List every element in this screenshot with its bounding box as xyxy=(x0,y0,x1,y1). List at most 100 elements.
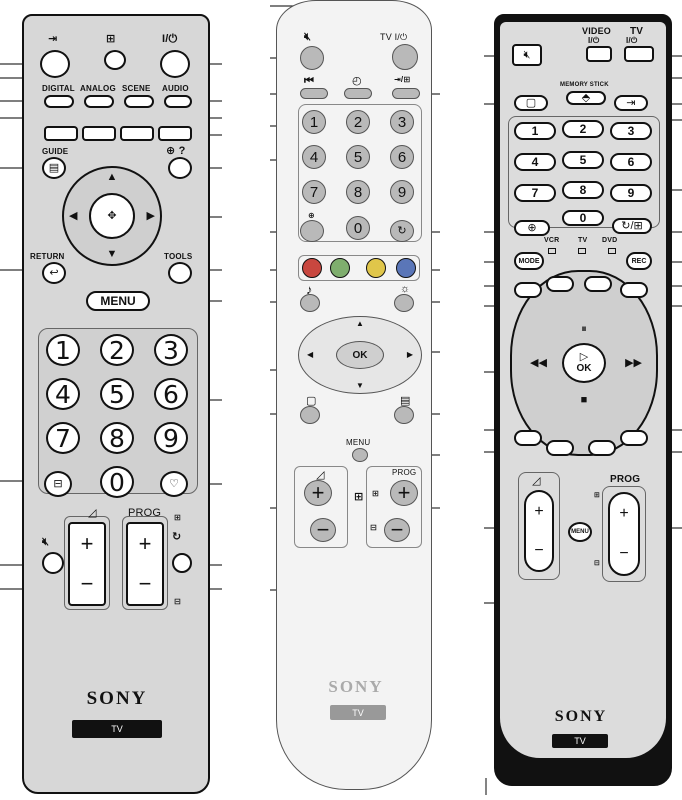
number-2-button[interactable]: 2 xyxy=(346,110,370,134)
number-7-button[interactable]: 7 xyxy=(514,184,556,202)
tools-button[interactable] xyxy=(168,262,192,284)
number-0-button[interactable]: 0 xyxy=(562,210,604,226)
number-6-button[interactable]: 6 xyxy=(610,153,652,171)
blue-key[interactable] xyxy=(396,258,416,278)
input-button[interactable]: ⇥ xyxy=(614,95,648,111)
number-8-button[interactable]: 8 xyxy=(346,180,370,204)
number-9-button[interactable]: 9 xyxy=(610,184,652,202)
ok-button[interactable]: ▷ OK xyxy=(562,343,606,383)
scene-button[interactable] xyxy=(124,95,154,108)
blue-key[interactable] xyxy=(158,126,192,141)
sound-mode-button[interactable] xyxy=(514,282,542,298)
volume-rocker[interactable]: + − xyxy=(524,490,554,572)
navigation-ring[interactable]: ▲ ▼ ◀ ▶ ✥ xyxy=(62,166,162,266)
multi-pip-button[interactable] xyxy=(620,430,648,446)
volume-down-button[interactable]: − xyxy=(310,517,336,542)
tv-power-button[interactable] xyxy=(624,46,654,62)
number-5-button[interactable]: 5 xyxy=(346,145,370,169)
analog-button[interactable] xyxy=(84,95,114,108)
number-4-button[interactable]: 4 xyxy=(302,145,326,169)
teletext-hold-button[interactable] xyxy=(300,88,328,99)
number-3-button[interactable]: 3 xyxy=(154,334,188,366)
guide-button[interactable]: ▤ xyxy=(42,157,66,179)
teletext-button[interactable] xyxy=(104,50,126,70)
power-button[interactable] xyxy=(160,50,190,78)
number-9-button[interactable]: 9 xyxy=(154,422,188,454)
return-button[interactable]: ↩ xyxy=(42,262,66,284)
menu-button[interactable]: MENU xyxy=(86,291,150,311)
number-7-button[interactable]: 7 xyxy=(302,180,326,204)
ok-button[interactable]: ✥ xyxy=(89,193,135,239)
yellow-key[interactable] xyxy=(120,126,154,141)
volume-up-button[interactable]: + xyxy=(304,480,332,506)
prog-rocker[interactable]: + − xyxy=(126,522,164,606)
number-2-button[interactable]: 2 xyxy=(562,120,604,138)
mute-video-button[interactable] xyxy=(620,282,648,298)
number-6-button[interactable]: 6 xyxy=(154,378,188,410)
timer-button[interactable] xyxy=(344,88,372,99)
number-6-button[interactable]: 6 xyxy=(390,145,414,169)
number-1-button[interactable]: 1 xyxy=(302,110,326,134)
menu-button[interactable] xyxy=(352,448,368,462)
dvd-indicator xyxy=(608,248,616,254)
red-key[interactable] xyxy=(302,258,322,278)
teletext-mix-button[interactable] xyxy=(514,430,542,446)
number-9-button[interactable]: 9 xyxy=(390,180,414,204)
number-0-button[interactable]: 0 xyxy=(346,216,370,240)
mute-button[interactable]: 🔇︎ xyxy=(512,44,542,66)
number-5-button[interactable]: 5 xyxy=(562,151,604,169)
red-key[interactable] xyxy=(44,126,78,141)
number-1-button[interactable]: 1 xyxy=(514,122,556,140)
sleep-button[interactable] xyxy=(546,276,574,292)
prog-rocker[interactable]: + − xyxy=(608,492,640,576)
ok-button[interactable]: OK xyxy=(336,341,384,369)
video-power-button[interactable] xyxy=(586,46,612,62)
info-button[interactable]: ⊕ xyxy=(514,220,550,236)
freeze-button[interactable] xyxy=(584,276,612,292)
number-5-button[interactable]: 5 xyxy=(100,378,134,410)
picture-mode-button[interactable] xyxy=(394,294,414,312)
green-key[interactable] xyxy=(82,126,116,141)
input-button[interactable] xyxy=(392,88,420,99)
epg-button[interactable] xyxy=(394,406,414,424)
number-8-button[interactable]: 8 xyxy=(100,422,134,454)
teletext-page-button[interactable]: ⊟ xyxy=(44,471,72,497)
audio-button[interactable] xyxy=(164,95,192,108)
number-0-button[interactable]: 0 xyxy=(100,466,134,498)
picture-mode-button[interactable] xyxy=(546,440,574,456)
prog-down-button[interactable]: − xyxy=(384,517,410,542)
navigation-ring[interactable]: ▲ ▼ ◀ ▶ OK xyxy=(298,316,422,394)
screen-button[interactable] xyxy=(588,440,616,456)
jump-button[interactable]: ↻ xyxy=(390,220,414,242)
mute-button[interactable] xyxy=(42,552,64,574)
green-key[interactable] xyxy=(330,258,350,278)
number-4-button[interactable]: 4 xyxy=(514,153,556,171)
mode-button[interactable]: MODE xyxy=(514,252,544,270)
rec-button[interactable]: REC xyxy=(626,252,652,270)
jump-button[interactable] xyxy=(172,553,192,573)
favourite-button[interactable]: ♡ xyxy=(160,471,188,497)
number-3-button[interactable]: 3 xyxy=(610,122,652,140)
teletext-button[interactable]: ▢ xyxy=(514,95,548,111)
mute-button[interactable] xyxy=(300,46,324,70)
info-button[interactable] xyxy=(300,220,324,242)
number-4-button[interactable]: 4 xyxy=(46,378,80,410)
number-7-button[interactable]: 7 xyxy=(46,422,80,454)
jump-button[interactable]: ↻/⊞ xyxy=(612,218,652,234)
number-2-button[interactable]: 2 xyxy=(100,334,134,366)
memory-stick-button[interactable]: ⬘ xyxy=(566,91,606,105)
number-8-button[interactable]: 8 xyxy=(562,181,604,199)
prog-up-button[interactable]: + xyxy=(390,480,418,506)
yellow-key[interactable] xyxy=(366,258,386,278)
menu-button[interactable]: MENU xyxy=(568,522,592,542)
info-button[interactable] xyxy=(168,157,192,179)
number-3-button[interactable]: 3 xyxy=(390,110,414,134)
input-button[interactable] xyxy=(40,50,70,78)
navigation-ring[interactable]: ⏸ ■ ◀◀ ▶▶ ▷ OK xyxy=(510,270,658,456)
digital-button[interactable] xyxy=(44,95,74,108)
sound-mode-button[interactable] xyxy=(300,294,320,312)
power-button[interactable] xyxy=(392,44,418,70)
teletext-button[interactable] xyxy=(300,406,320,424)
number-1-button[interactable]: 1 xyxy=(46,334,80,366)
volume-rocker[interactable]: + − xyxy=(68,522,106,606)
